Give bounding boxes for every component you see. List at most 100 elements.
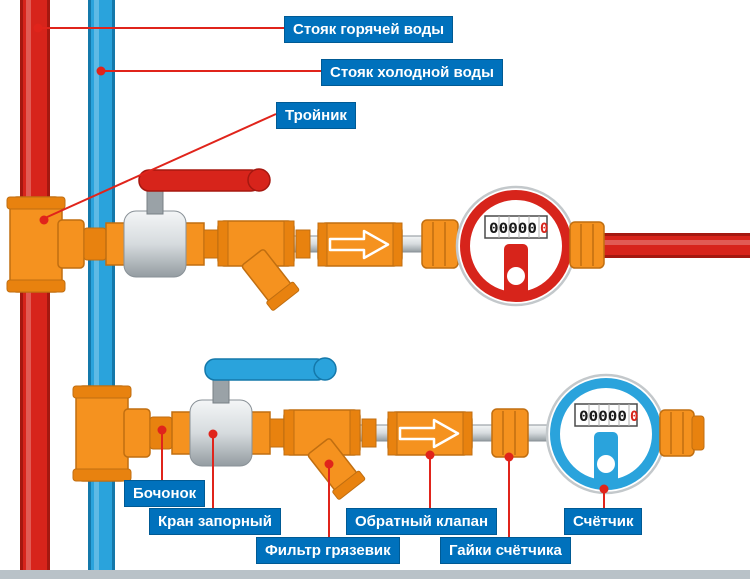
hot-outlet-edge-top: [600, 233, 750, 236]
cold-end-collar: [691, 415, 705, 451]
cold-water-meter: 00000 0: [545, 373, 667, 495]
cold-valve-hex-left: [171, 411, 193, 455]
cold-meter-nut-right-body: [659, 409, 695, 457]
cold-strainer-sump-cap: [332, 470, 366, 500]
hot-check-valve-band-left: [317, 222, 328, 267]
cold-valve-stem: [212, 378, 230, 404]
leader-dot-cold-riser: [96, 66, 106, 76]
cold-strainer-band-left: [283, 409, 295, 456]
label-meter-nuts: Гайки счётчика: [440, 537, 571, 564]
cold-meter-nut-left-body: [491, 408, 529, 458]
hot-check-valve-band-right: [392, 222, 403, 267]
hot-union-fitting-1: [203, 229, 219, 259]
cold-valve-body: [189, 399, 253, 467]
cold-shutoff-valve: [171, 357, 337, 467]
cold-riser-edge-left: [88, 0, 91, 570]
hot-strainer-band-left: [217, 220, 229, 267]
cold-check-valve-band-left: [387, 411, 398, 456]
hot-valve-stem: [146, 189, 164, 215]
hot-meter-nut-left-body: [421, 219, 459, 269]
cold-riser-pipe: [88, 0, 115, 570]
hot-valve-lever: [138, 169, 262, 192]
cold-tee-cap-top: [72, 385, 132, 399]
cold-tee-fitting: [72, 385, 151, 482]
hot-strainer-sump-cap: [266, 281, 300, 311]
leader-lines: [33, 23, 609, 537]
cold-counter-cell-separators: [588, 404, 630, 426]
cold-riser-highlight: [94, 0, 99, 570]
hot-outlet-edge-bottom: [600, 255, 750, 258]
leader-dot-tee: [39, 215, 49, 225]
hot-tee-cap-bottom: [6, 279, 66, 293]
hot-tee-cap-top: [6, 196, 66, 210]
cold-line-assembly: 00000 0: [72, 357, 705, 500]
label-tee: Тройник: [276, 102, 356, 129]
hot-strainer-filter: [217, 220, 300, 311]
cold-meter-nut-right: [659, 409, 705, 457]
hot-meter-nut-right-body: [569, 221, 605, 269]
hot-outlet-body: [600, 233, 750, 258]
cold-tee-branch: [123, 408, 151, 458]
hot-shutoff-valve: [105, 168, 271, 278]
hot-check-valve: [317, 222, 403, 267]
hot-outlet-highlight: [600, 240, 750, 245]
cold-union-fitting-1: [269, 418, 285, 448]
hot-valve-hex-left: [105, 222, 127, 266]
cold-meter-reading-red: 0: [630, 409, 638, 425]
leader-tee: [44, 113, 277, 219]
label-strainer: Фильтр грязевик: [256, 537, 400, 564]
leader-dot-meter: [599, 484, 609, 494]
hot-union-fitting-2: [295, 229, 311, 259]
hot-strainer-band-right: [283, 220, 295, 267]
cold-check-valve: [387, 411, 473, 456]
label-meter: Счётчик: [564, 508, 643, 535]
label-hot-riser: Стояк горячей воды: [284, 16, 454, 43]
hot-water-meter: 00000 0: [455, 185, 577, 307]
hot-valve-body: [123, 210, 187, 278]
leader-dot-meter-nuts: [504, 452, 514, 462]
hot-line-assembly: 00000 0: [6, 168, 750, 311]
hot-tee-body: [9, 196, 63, 293]
hot-flow-arrow-icon: [328, 229, 390, 260]
hot-valve-hex-right: [183, 222, 205, 266]
hot-strainer-sump: [241, 249, 300, 311]
cold-flow-arrow-icon: [398, 418, 460, 449]
label-nipple: Бочонок: [124, 480, 206, 507]
cold-meter-band-hole: [597, 455, 615, 473]
hot-meter-reading-red: 0: [540, 221, 548, 237]
hot-counter-cell-separators: [498, 216, 540, 238]
cold-valve-lever: [204, 358, 328, 381]
cold-tee-body: [75, 385, 129, 482]
hot-meter-nut-left: [421, 219, 459, 269]
cold-riser-body: [88, 0, 115, 570]
leader-dot-nipple: [157, 425, 167, 435]
cold-riser-edge-right: [112, 0, 115, 570]
cold-strainer-band-right: [349, 409, 361, 456]
hot-meter-band-hole: [507, 267, 525, 285]
hot-meter-reading-black: 00000: [489, 221, 537, 237]
hot-valve-lever-grip: [247, 168, 271, 192]
leader-dot-hot-riser: [33, 23, 43, 33]
leader-dot-strainer: [324, 459, 334, 469]
label-cold-riser: Стояк холодной воды: [321, 59, 503, 86]
hot-meter-nut-right: [569, 221, 605, 269]
label-shutoff-valve: Кран запорный: [149, 508, 281, 535]
hot-meter-counter-window: [484, 215, 548, 239]
hot-outlet-pipe: [600, 233, 750, 258]
cold-union-fitting-2: [361, 418, 377, 448]
floor-strip: [0, 570, 750, 579]
cold-valve-lever-grip: [313, 357, 337, 381]
label-check-valve: Обратный клапан: [346, 508, 498, 535]
leader-dot-check-valve: [425, 450, 435, 460]
hot-tee-branch: [57, 219, 85, 269]
cold-tee-cap-bottom: [72, 468, 132, 482]
cold-valve-hex-right: [249, 411, 271, 455]
hot-nipple-fitting: [83, 227, 107, 261]
hot-tee-fitting: [6, 196, 85, 293]
leader-dot-shutoff-valve: [208, 429, 218, 439]
cold-check-valve-band-right: [462, 411, 473, 456]
cold-strainer-filter: [283, 409, 366, 500]
cold-meter-reading-black: 00000: [579, 409, 627, 425]
